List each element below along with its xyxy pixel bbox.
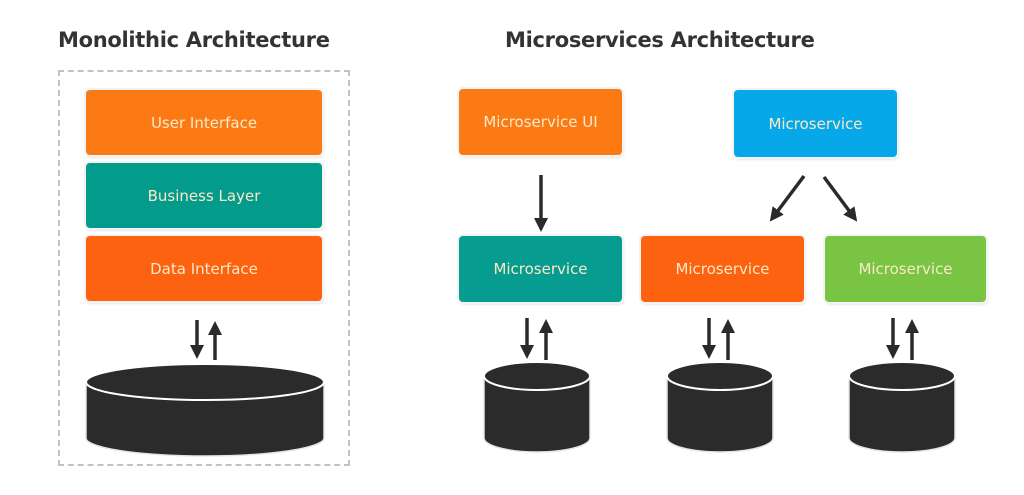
microservice-orange-box: Microservice bbox=[641, 236, 804, 302]
service-label: Microservice bbox=[675, 260, 770, 278]
business-layer: Business Layer bbox=[86, 163, 322, 228]
bidirectional-arrows-monolith bbox=[190, 320, 222, 360]
microservice-green-box: Microservice bbox=[825, 236, 986, 302]
database-icon bbox=[666, 361, 774, 453]
database-icon bbox=[483, 361, 591, 453]
microservice-blue-box: Microservice bbox=[734, 90, 897, 157]
database-icon bbox=[848, 361, 956, 453]
service-label: Microservice bbox=[493, 260, 588, 278]
service-label: Microservice bbox=[858, 260, 953, 278]
data-interface-layer: Data Interface bbox=[86, 236, 322, 301]
microservice-db-link-1 bbox=[520, 318, 553, 360]
microservice-db-link-3 bbox=[886, 318, 919, 360]
microservices-title: Microservices Architecture bbox=[505, 28, 815, 52]
database-icon bbox=[85, 363, 325, 457]
arrow-down-right-icon bbox=[822, 175, 858, 222]
user-interface-layer: User Interface bbox=[86, 90, 322, 155]
microservice-ui-box: Microservice UI bbox=[459, 89, 622, 155]
layer-label: User Interface bbox=[150, 113, 258, 132]
layer-label: Data Interface bbox=[150, 259, 258, 278]
microservice-teal-box: Microservice bbox=[459, 236, 622, 302]
service-label: Microservice bbox=[768, 114, 863, 133]
monolith-boundary bbox=[58, 70, 350, 466]
microservice-db-link-2 bbox=[702, 318, 735, 360]
layer-label: Business Layer bbox=[147, 186, 261, 205]
monolithic-title: Monolithic Architecture bbox=[58, 28, 330, 52]
arrow-down-left-icon bbox=[769, 174, 806, 222]
service-label: Microservice UI bbox=[483, 113, 598, 131]
